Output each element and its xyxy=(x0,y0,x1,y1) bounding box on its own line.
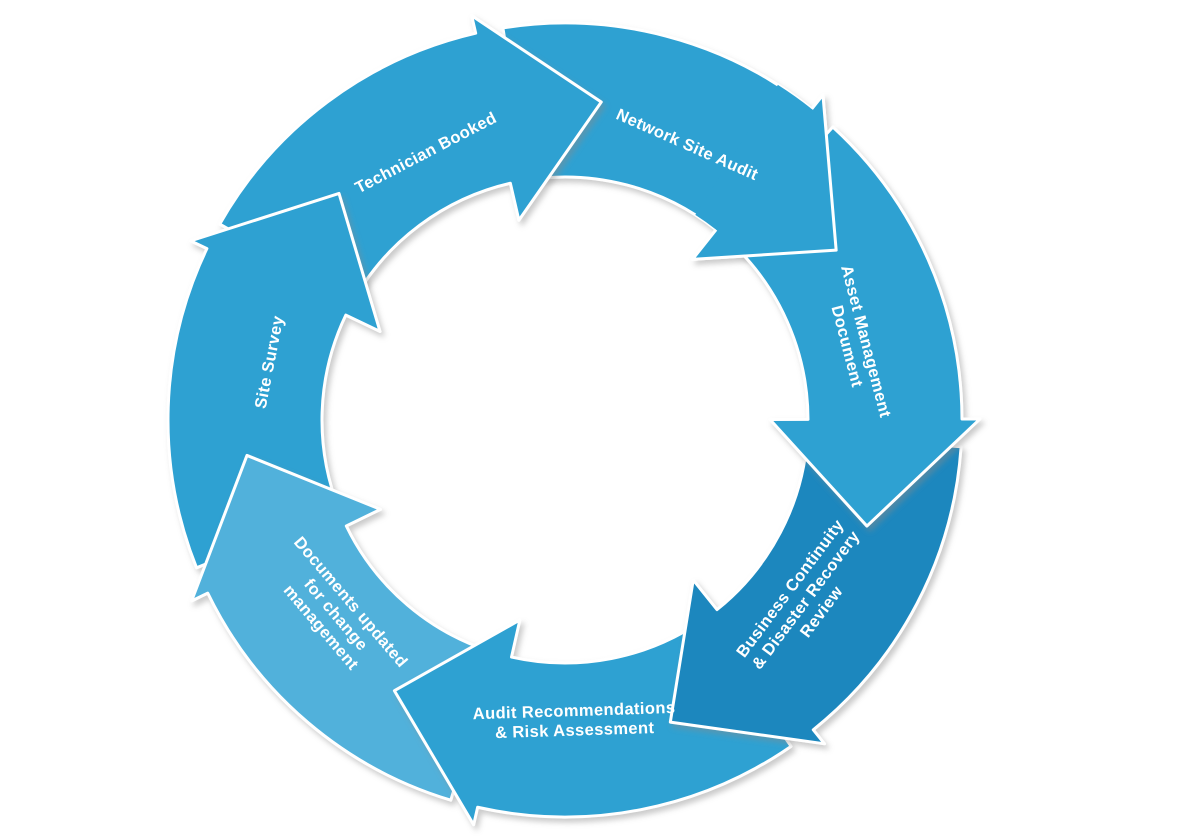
cycle-arrow-business-continuity-disaster-recovery-review xyxy=(668,434,963,746)
cycle-arrowhead-outline-network-site-audit xyxy=(690,93,838,261)
cycle-arrows-layer xyxy=(166,14,982,827)
cycle-arrowhead-patch-network-site-audit xyxy=(692,84,837,260)
cycle-arrowhead-patch-layer xyxy=(690,84,838,261)
cycle-step-label-audit-recommendations-risk-assessment: Audit Recommendations& Risk Assessment xyxy=(472,699,676,743)
cycle-arrow-site-survey xyxy=(166,191,382,570)
